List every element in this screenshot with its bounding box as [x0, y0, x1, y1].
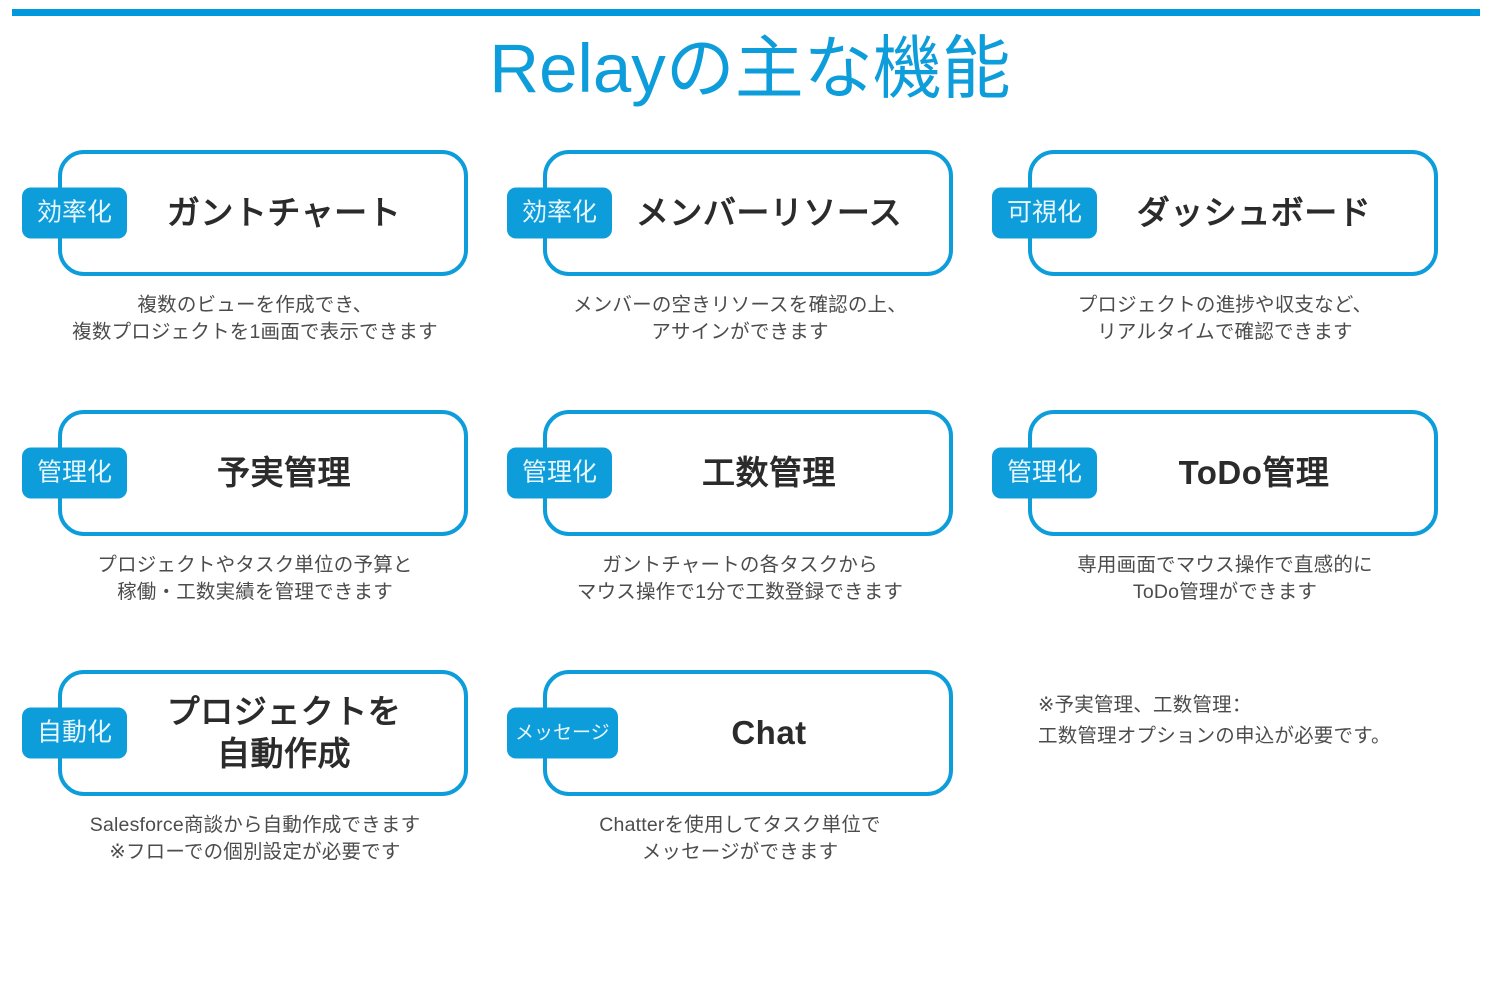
feature-card-title: メンバーリソース: [599, 192, 939, 234]
feature-badge: 管理化: [507, 447, 612, 499]
feature-caption-line-2: リアルタイムで確認できます: [1097, 321, 1353, 343]
feature-caption-line-2: マウス操作で1分で工数登録できます: [576, 581, 904, 603]
feature-card-title: 予実管理: [114, 452, 454, 494]
feature-caption-line-1: プロジェクトやタスク単位の予算と: [97, 554, 413, 576]
feature-badge: 可視化: [992, 187, 1097, 239]
feature-card-title: 工数管理: [599, 452, 939, 494]
feature-cell-todo: ToDo管理 管理化 専用画面でマウス操作で直感的に ToDo管理ができます: [980, 410, 1470, 606]
feature-card[interactable]: 予実管理 管理化: [22, 410, 468, 536]
feature-caption-line-2: ToDo管理ができます: [1132, 581, 1318, 603]
feature-card-title: Chat: [599, 712, 939, 754]
feature-cell-dashboard: ダッシュボード 可視化 プロジェクトの進捗や収支など、 リアルタイムで確認できま…: [980, 150, 1470, 346]
feature-caption: プロジェクトやタスク単位の予算と 稼働・工数実績を管理できます: [10, 552, 500, 606]
feature-caption: 専用画面でマウス操作で直感的に ToDo管理ができます: [980, 552, 1470, 606]
feature-card[interactable]: ガントチャート 効率化: [22, 150, 468, 276]
feature-row-3: プロジェクトを 自動作成 自動化 Salesforce商談から自動作成できます …: [0, 670, 1500, 940]
feature-card-grid: ガントチャート 効率化 複数のビューを作成でき、 複数プロジェクトを1画面で表示…: [0, 150, 1500, 940]
feature-title-line-1: ガントチャート: [166, 194, 402, 231]
feature-card-title: ToDo管理: [1084, 452, 1424, 494]
feature-caption-line-1: メンバーの空きリソースを確認の上、: [573, 294, 907, 316]
feature-cell-auto-project: プロジェクトを 自動作成 自動化 Salesforce商談から自動作成できます …: [10, 670, 500, 866]
footnote-line-1: ※予実管理、工数管理：: [1038, 694, 1252, 716]
feature-badge: 管理化: [22, 447, 127, 499]
feature-row-1: ガントチャート 効率化 複数のビューを作成でき、 複数プロジェクトを1画面で表示…: [0, 150, 1500, 410]
feature-caption: Chatterを使用してタスク単位で メッセージができます: [495, 812, 985, 866]
feature-caption-line-2: 複数プロジェクトを1画面で表示できます: [72, 321, 438, 343]
feature-cell-member-resource: メンバーリソース 効率化 メンバーの空きリソースを確認の上、 アサインができます: [495, 150, 985, 346]
feature-caption: 複数のビューを作成でき、 複数プロジェクトを1画面で表示できます: [10, 292, 500, 346]
feature-caption-line-1: 専用画面でマウス操作で直感的に: [1077, 554, 1373, 576]
feature-card[interactable]: プロジェクトを 自動作成 自動化: [22, 670, 468, 796]
feature-title-line-1: メンバーリソース: [635, 194, 903, 231]
feature-caption: メンバーの空きリソースを確認の上、 アサインができます: [495, 292, 985, 346]
feature-card[interactable]: メンバーリソース 効率化: [507, 150, 953, 276]
feature-caption-line-1: プロジェクトの進捗や収支など、: [1077, 294, 1373, 316]
feature-card[interactable]: 工数管理 管理化: [507, 410, 953, 536]
feature-badge: 自動化: [22, 707, 127, 759]
feature-title-line-2: 自動作成: [217, 735, 351, 772]
feature-cell-chat: Chat メッセージ Chatterを使用してタスク単位で メッセージができます: [495, 670, 985, 866]
feature-caption-line-2: 稼働・工数実績を管理できます: [117, 581, 393, 603]
feature-card[interactable]: ダッシュボード 可視化: [992, 150, 1438, 276]
feature-row-2: 予実管理 管理化 プロジェクトやタスク単位の予算と 稼働・工数実績を管理できます…: [0, 410, 1500, 670]
feature-cell-gantt: ガントチャート 効率化 複数のビューを作成でき、 複数プロジェクトを1画面で表示…: [10, 150, 500, 346]
feature-badge: 管理化: [992, 447, 1097, 499]
top-accent-bar: [12, 9, 1480, 16]
feature-caption-line-1: ガントチャートの各タスクから: [602, 554, 878, 576]
feature-badge: 効率化: [22, 187, 127, 239]
feature-title-line-1: 予実管理: [217, 454, 351, 491]
feature-title-line-1: プロジェクトを: [166, 693, 402, 730]
feature-title-line-1: ToDo管理: [1178, 454, 1330, 491]
feature-badge: メッセージ: [507, 707, 618, 759]
feature-caption-line-1: Chatterを使用してタスク単位で: [599, 814, 881, 836]
feature-title-line-1: 工数管理: [702, 454, 836, 491]
feature-caption-line-1: Salesforce商談から自動作成できます: [89, 814, 421, 836]
feature-card-title: ダッシュボード: [1084, 192, 1424, 234]
feature-card-title: ガントチャート: [114, 192, 454, 234]
feature-caption: プロジェクトの進捗や収支など、 リアルタイムで確認できます: [980, 292, 1470, 346]
feature-card[interactable]: Chat メッセージ: [507, 670, 953, 796]
feature-badge: 効率化: [507, 187, 612, 239]
feature-caption-line-2: ※フローでの個別設定が必要です: [109, 841, 401, 863]
feature-caption: ガントチャートの各タスクから マウス操作で1分で工数登録できます: [495, 552, 985, 606]
feature-title-line-1: Chat: [731, 714, 807, 751]
footnote-line-2: 工数管理オプションの申込が必要です。: [1038, 725, 1391, 747]
feature-caption-line-2: メッセージができます: [641, 841, 839, 863]
feature-card-title: プロジェクトを 自動作成: [114, 691, 454, 775]
page-title: Relayの主な機能: [489, 30, 1011, 107]
footnote-note: ※予実管理、工数管理： 工数管理オプションの申込が必要です。: [1038, 690, 1478, 752]
feature-caption-line-1: 複数のビューを作成でき、: [137, 294, 373, 316]
feature-cell-budget-actual: 予実管理 管理化 プロジェクトやタスク単位の予算と 稼働・工数実績を管理できます: [10, 410, 500, 606]
feature-caption: Salesforce商談から自動作成できます ※フローでの個別設定が必要です: [10, 812, 500, 866]
feature-caption-line-2: アサインができます: [651, 321, 829, 343]
feature-title-line-1: ダッシュボード: [1136, 194, 1372, 231]
feature-card[interactable]: ToDo管理 管理化: [992, 410, 1438, 536]
feature-cell-manhour: 工数管理 管理化 ガントチャートの各タスクから マウス操作で1分で工数登録できま…: [495, 410, 985, 606]
